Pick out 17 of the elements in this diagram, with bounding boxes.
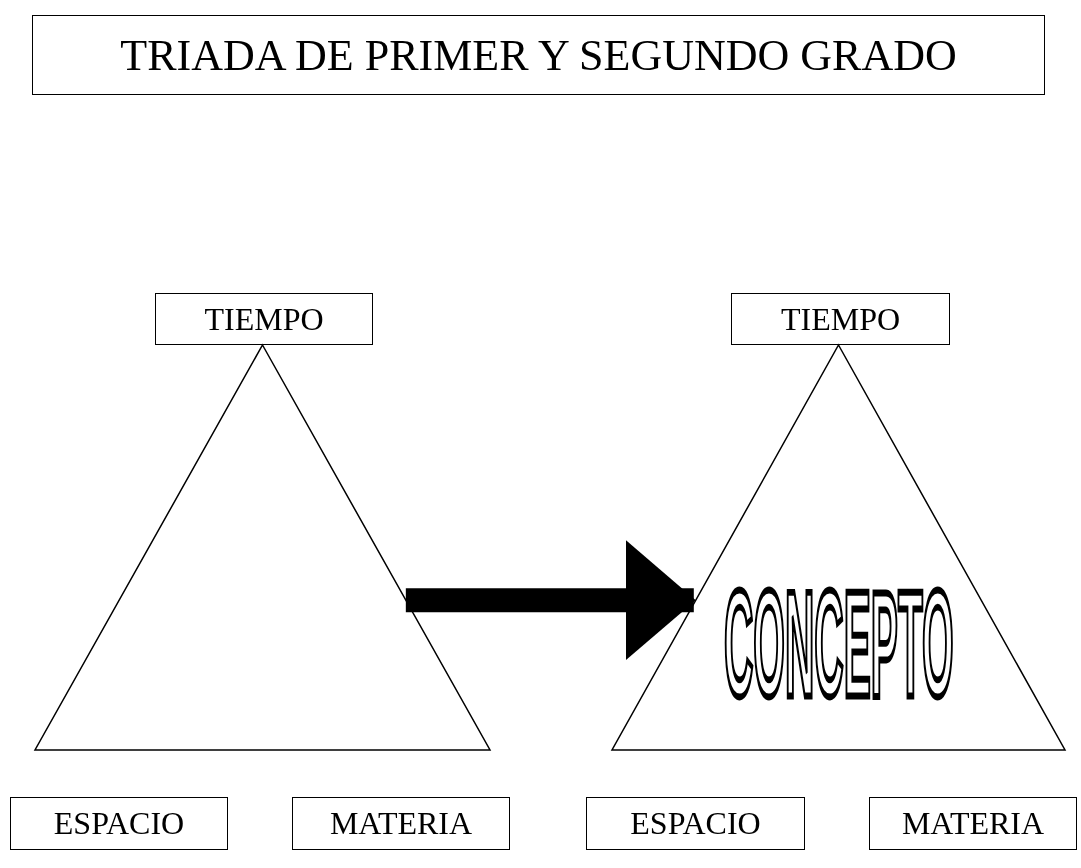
triangle-shape: [35, 345, 490, 750]
box-text: TIEMPO: [204, 300, 324, 338]
label-box: [586, 797, 805, 850]
label-box: [10, 797, 228, 850]
outlined-word: CONCEPTO: [723, 570, 954, 720]
block-arrow: [405, 540, 696, 661]
label-box: [731, 293, 950, 345]
box-text: MATERIA: [329, 805, 473, 842]
title-box: TRIADA DE PRIMER Y SEGUNDO GRADO: [32, 15, 1045, 95]
box-text: ESPACIO: [630, 805, 761, 842]
label-box: [155, 293, 373, 345]
box-text: MATERIA: [901, 805, 1045, 842]
triangle-shape: [612, 345, 1065, 750]
label-box: [292, 797, 510, 850]
box-text: TIEMPO: [780, 300, 901, 338]
box-text: ESPACIO: [53, 805, 185, 842]
label-box: [869, 797, 1077, 850]
